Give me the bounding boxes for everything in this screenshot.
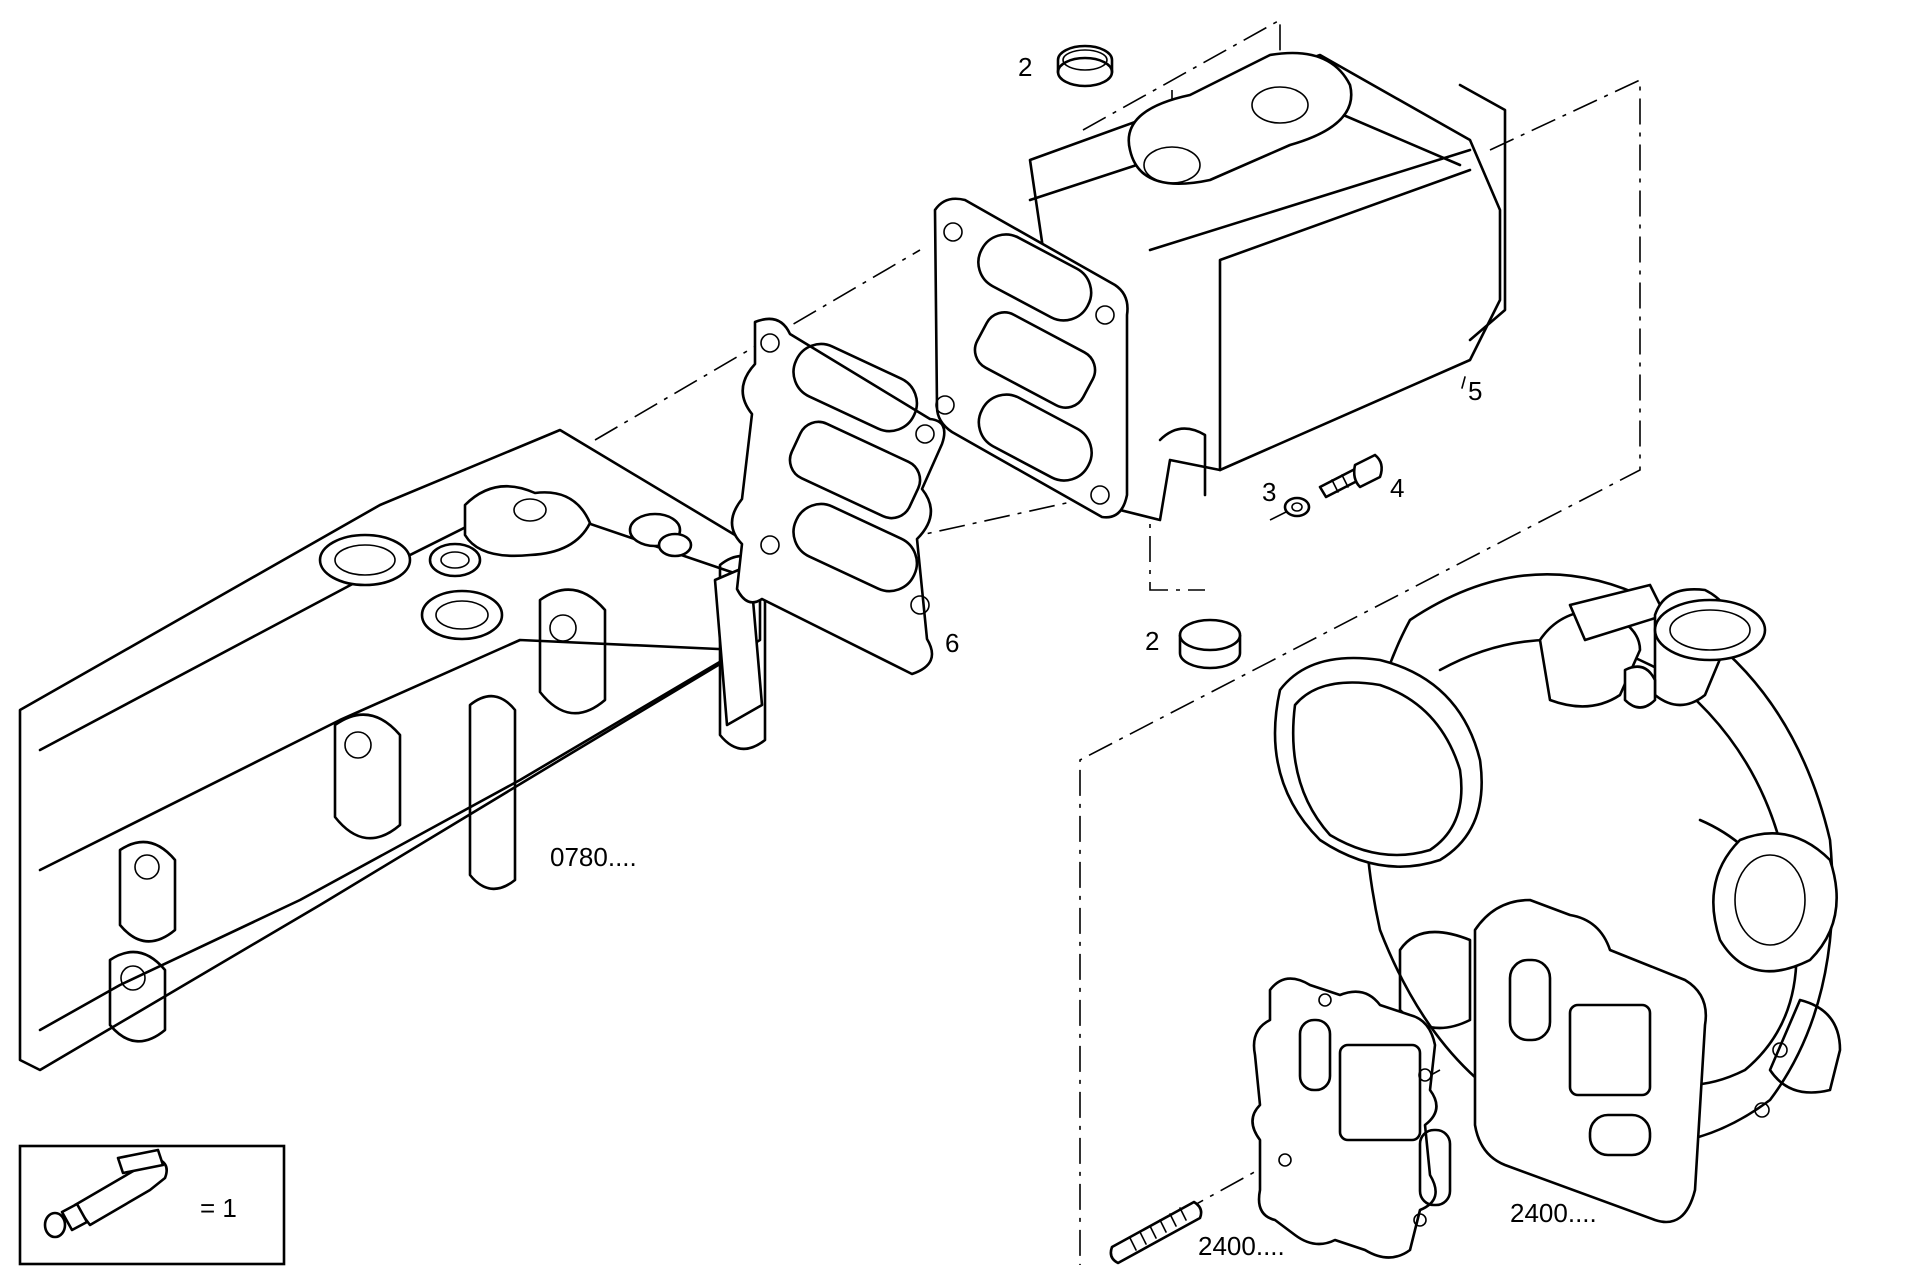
reference-0780: 0780.... xyxy=(550,842,637,872)
plug-bottom xyxy=(1178,618,1242,670)
leader-lines xyxy=(1461,376,1466,389)
callout-2-top: 2 xyxy=(1018,52,1032,82)
callout-4: 4 xyxy=(1390,473,1404,503)
turbo-gasket xyxy=(1251,977,1452,1259)
turbocharger xyxy=(1273,573,1842,1224)
callout-6: 6 xyxy=(945,628,959,658)
sealant-tube-icon xyxy=(43,1148,168,1239)
reference-2400-stud: 2400.... xyxy=(1198,1231,1285,1261)
exhaust-elbow xyxy=(933,51,1507,522)
sealing-ring-top xyxy=(1056,44,1114,88)
washer xyxy=(1283,496,1311,518)
callout-5: 5 xyxy=(1468,376,1482,406)
callout-3: 3 xyxy=(1262,477,1276,507)
exhaust-manifold xyxy=(18,428,767,1072)
threaded-stud xyxy=(1109,1200,1203,1265)
hex-bolt xyxy=(1318,453,1383,499)
manifold-gasket xyxy=(730,317,946,676)
legend-label: = 1 xyxy=(200,1193,237,1223)
reference-2400-turbo: 2400.... xyxy=(1510,1198,1597,1228)
callout-2-bottom: 2 xyxy=(1145,626,1159,656)
legend-box: = 1 xyxy=(18,1144,286,1266)
